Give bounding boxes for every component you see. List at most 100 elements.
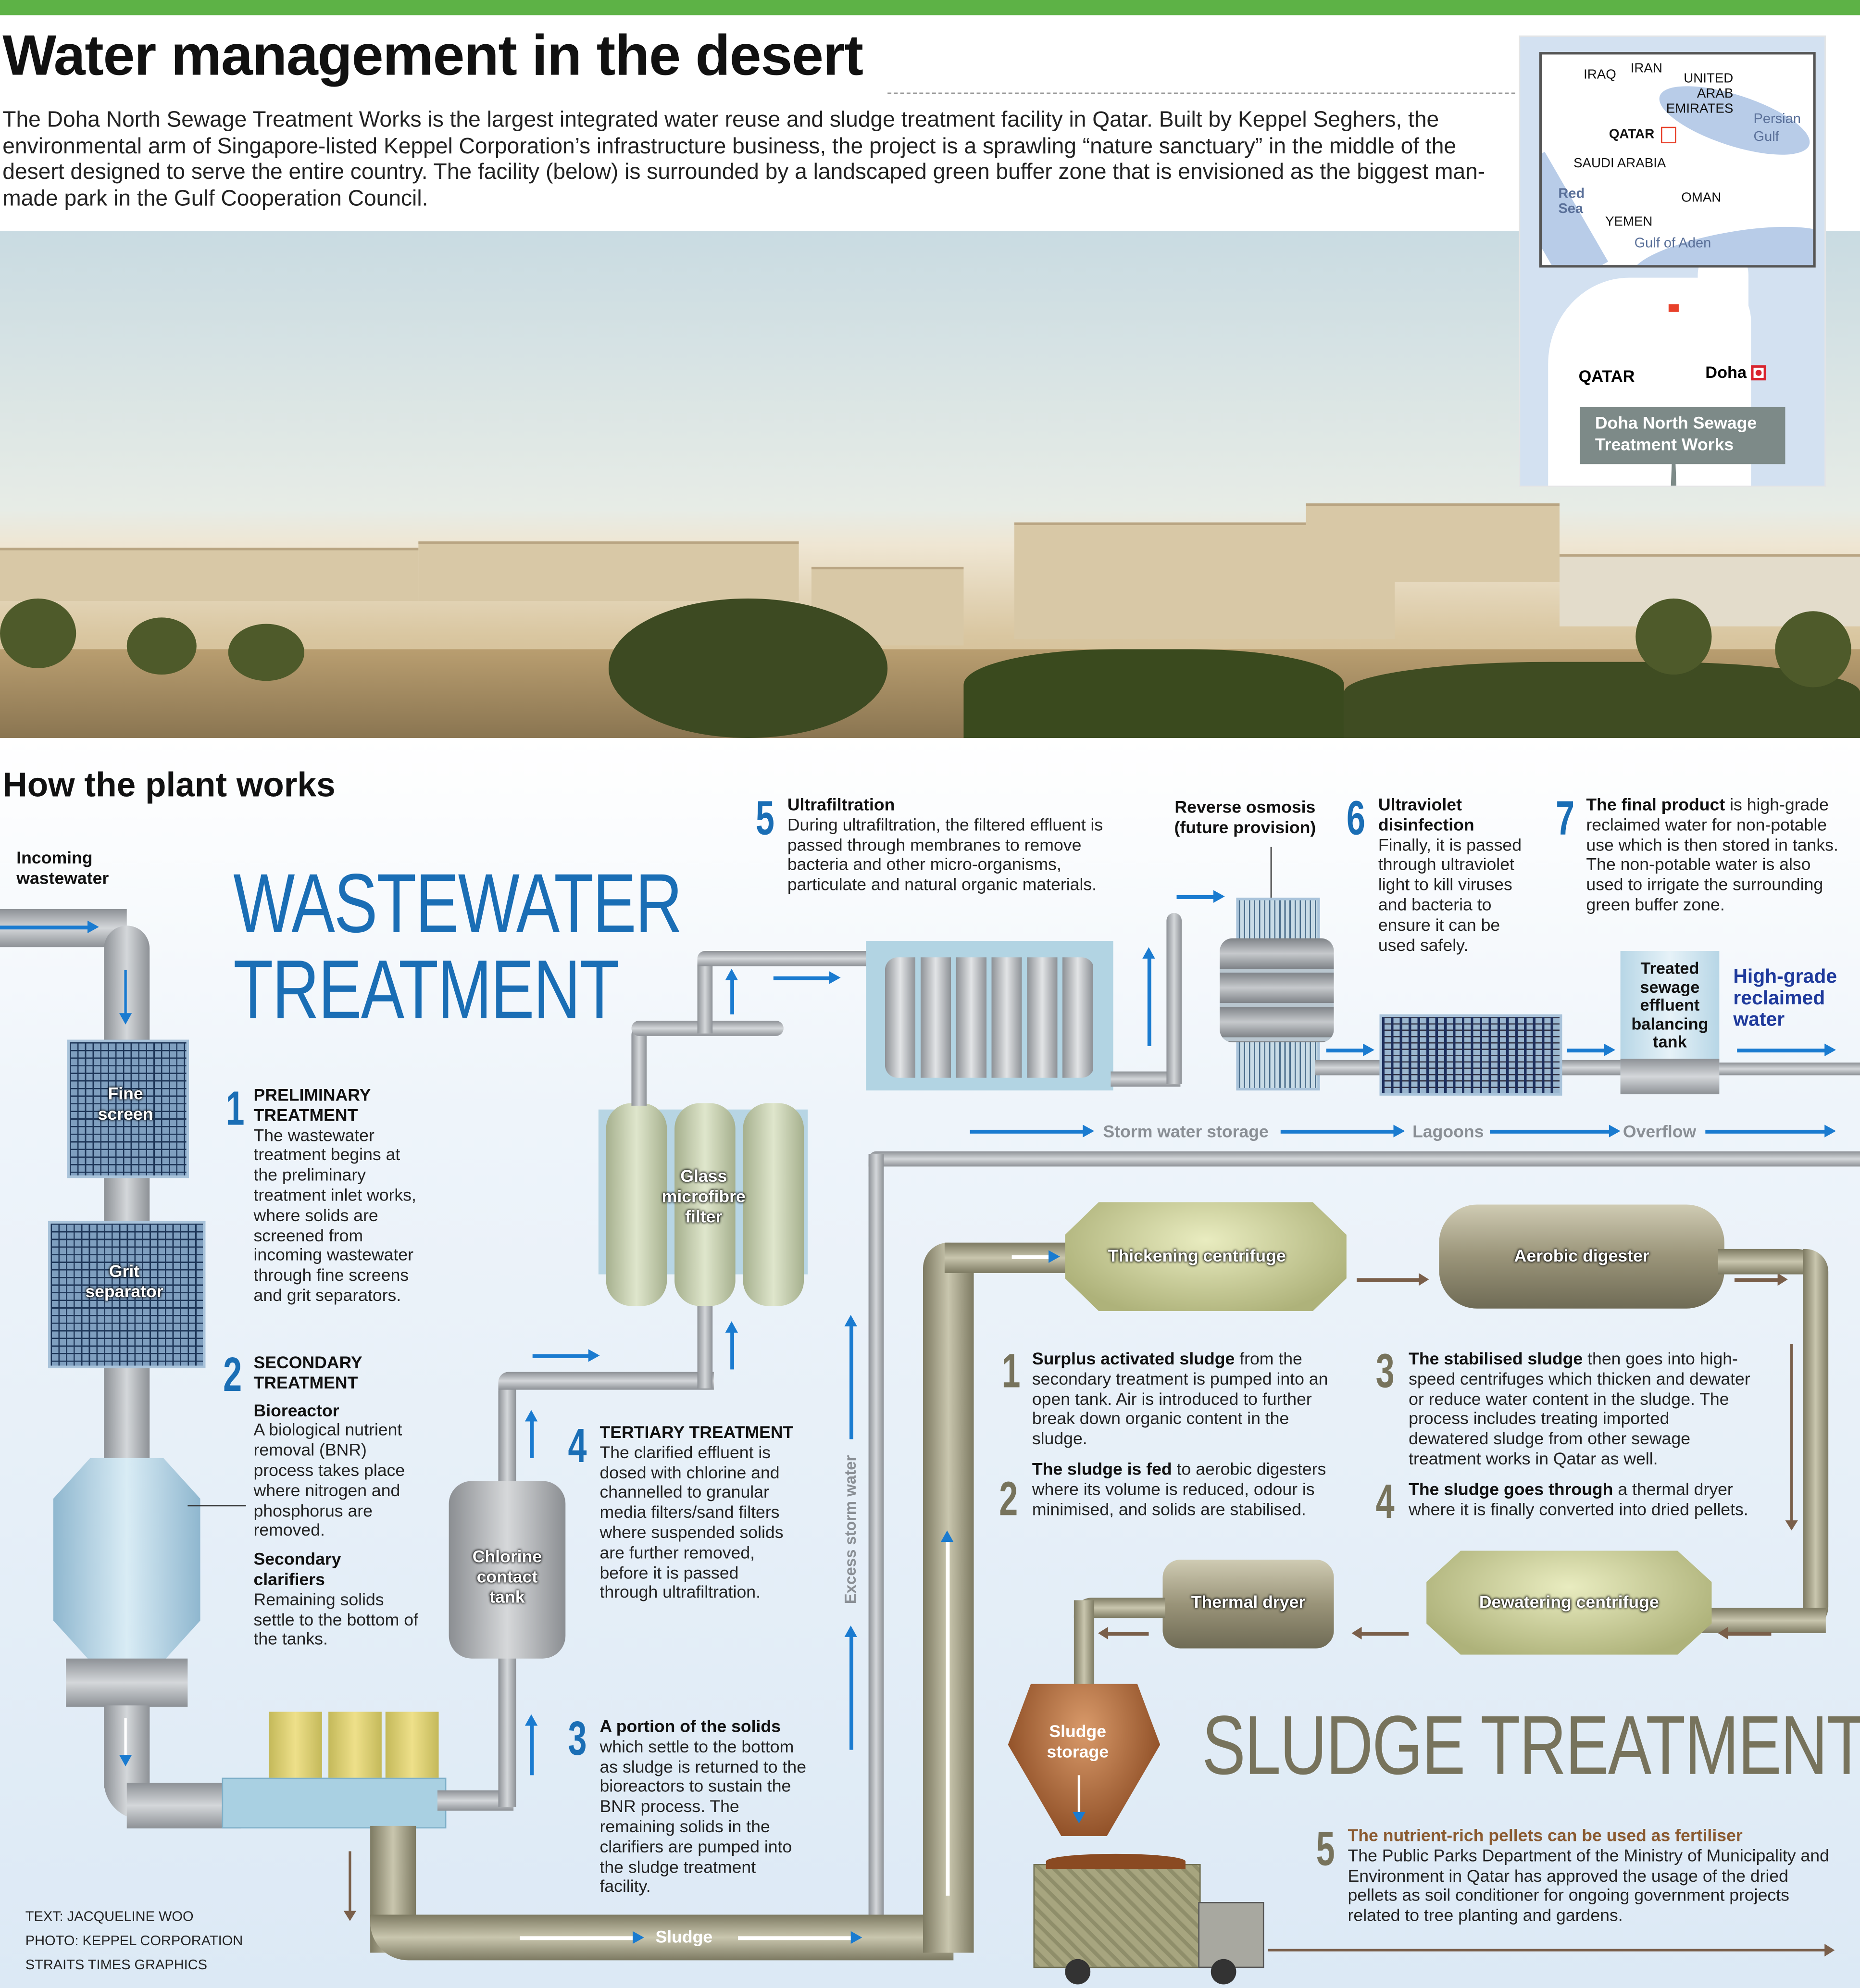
sludge-step-3: The stabilised sludge then goes into hig… xyxy=(1409,1349,1750,1469)
filter-vessel xyxy=(674,1103,736,1306)
bioreactor xyxy=(53,1458,200,1661)
step-number: 1 xyxy=(1001,1345,1021,1399)
storm-pipe xyxy=(868,1154,884,1921)
flow-arrow xyxy=(1073,1775,1086,1824)
pipe xyxy=(1166,913,1182,1084)
label-yemen: YEMEN xyxy=(1605,214,1653,230)
uv-disinfection-unit xyxy=(1379,1014,1562,1096)
step-number: 4 xyxy=(1375,1475,1395,1529)
flow-arrow xyxy=(1280,1125,1405,1138)
flow-arrow xyxy=(844,1314,857,1439)
step-number: 2 xyxy=(999,1473,1018,1527)
flow-arrow xyxy=(1326,1043,1374,1056)
clarifier-tank xyxy=(269,1712,322,1778)
dewatering-centrifuge xyxy=(1426,1550,1712,1655)
fine-screen xyxy=(67,1039,189,1178)
step-number: 5 xyxy=(1316,1823,1335,1877)
tree xyxy=(1775,611,1851,688)
doha-marker xyxy=(1751,365,1766,381)
leader-line xyxy=(187,1505,246,1507)
sludge-title: SLUDGE TREATMENT xyxy=(1202,1698,1860,1792)
flow-arrow xyxy=(1351,1626,1409,1640)
building xyxy=(1306,503,1560,582)
flow-arrow xyxy=(773,971,841,984)
trees xyxy=(963,649,1344,738)
flow-arrow xyxy=(343,1851,357,1921)
step-number: 7 xyxy=(1556,792,1575,846)
divider xyxy=(887,92,1515,94)
flow-arrow xyxy=(1785,1344,1798,1531)
flow-arrow xyxy=(524,1410,538,1459)
sludge-flow-label: Sludge xyxy=(655,1927,713,1947)
dewatering-centrifuge-label: Dewatering centrifuge xyxy=(1479,1592,1659,1612)
flow-arrow xyxy=(737,1931,862,1944)
label-doha: Doha xyxy=(1705,363,1747,382)
step-number: 5 xyxy=(755,792,774,846)
sludge-step-2: The sludge is fed to aerobic digesters w… xyxy=(1032,1459,1326,1519)
excess-storm-water-label: Excess storm water xyxy=(842,1455,860,1604)
sludge-step-5: The nutrient-rich pellets can be used as… xyxy=(1348,1825,1829,1925)
chlorine-contact-tank xyxy=(449,1481,566,1659)
flow-arrow xyxy=(1718,1626,1772,1640)
sludge-pipe xyxy=(1803,1249,1829,1630)
flow-arrow xyxy=(1734,1273,1788,1286)
pipe xyxy=(498,1372,714,1390)
flow-arrow xyxy=(1567,1043,1616,1056)
flow-arrow xyxy=(1011,1250,1060,1263)
pipe xyxy=(697,951,875,966)
flow-arrow xyxy=(1357,1273,1429,1286)
thermal-dryer-label: Thermal dryer xyxy=(1191,1592,1306,1612)
step-number: 6 xyxy=(1346,792,1365,846)
flow-arrow xyxy=(1142,947,1155,1046)
storm-water-label: Storm water storage xyxy=(1103,1122,1269,1141)
grit-separator xyxy=(48,1221,206,1368)
storm-pipe xyxy=(868,1151,1860,1167)
step-number: 1 xyxy=(225,1083,245,1137)
section-title: How the plant works xyxy=(2,765,336,804)
label-saudi: SAUDI ARABIA xyxy=(1573,156,1666,172)
flow-arrow xyxy=(970,1125,1095,1138)
step-number: 3 xyxy=(1375,1345,1395,1399)
truck-wheel xyxy=(1065,1959,1091,1985)
step-number: 4 xyxy=(568,1420,587,1474)
tree xyxy=(126,617,197,675)
truck-wheel xyxy=(1211,1959,1236,1985)
truck-cargo xyxy=(1033,1863,1201,1968)
flow-arrow xyxy=(1705,1125,1836,1138)
palm-tree xyxy=(608,598,888,738)
flow-arrow xyxy=(119,970,132,1025)
label-gulf-aden: Gulf of Aden xyxy=(1634,236,1711,251)
flow-arrow xyxy=(725,968,738,1014)
membrane-modules xyxy=(885,957,1095,1078)
aerobic-digester xyxy=(1439,1204,1724,1309)
sludge-step-1: Surplus activated sludge from the second… xyxy=(1032,1349,1328,1449)
reverse-osmosis-label: Reverse osmosis(future provision) xyxy=(1174,797,1316,837)
flow-arrow xyxy=(532,1349,600,1362)
label-oman: OMAN xyxy=(1681,190,1722,206)
qatar-marker xyxy=(1660,126,1676,144)
lagoons-label: Lagoons xyxy=(1412,1122,1484,1141)
thickening-centrifuge xyxy=(1065,1202,1347,1312)
building xyxy=(811,566,964,646)
flow-arrow xyxy=(1737,1043,1836,1056)
label-qatar-inset: QATAR xyxy=(1609,126,1655,142)
flow-arrow xyxy=(524,1714,538,1775)
flow-arrow xyxy=(1098,1626,1149,1640)
tank-base xyxy=(1620,1059,1720,1095)
bioreactor-base xyxy=(66,1658,188,1707)
flow-arrow xyxy=(1268,1944,1835,1957)
